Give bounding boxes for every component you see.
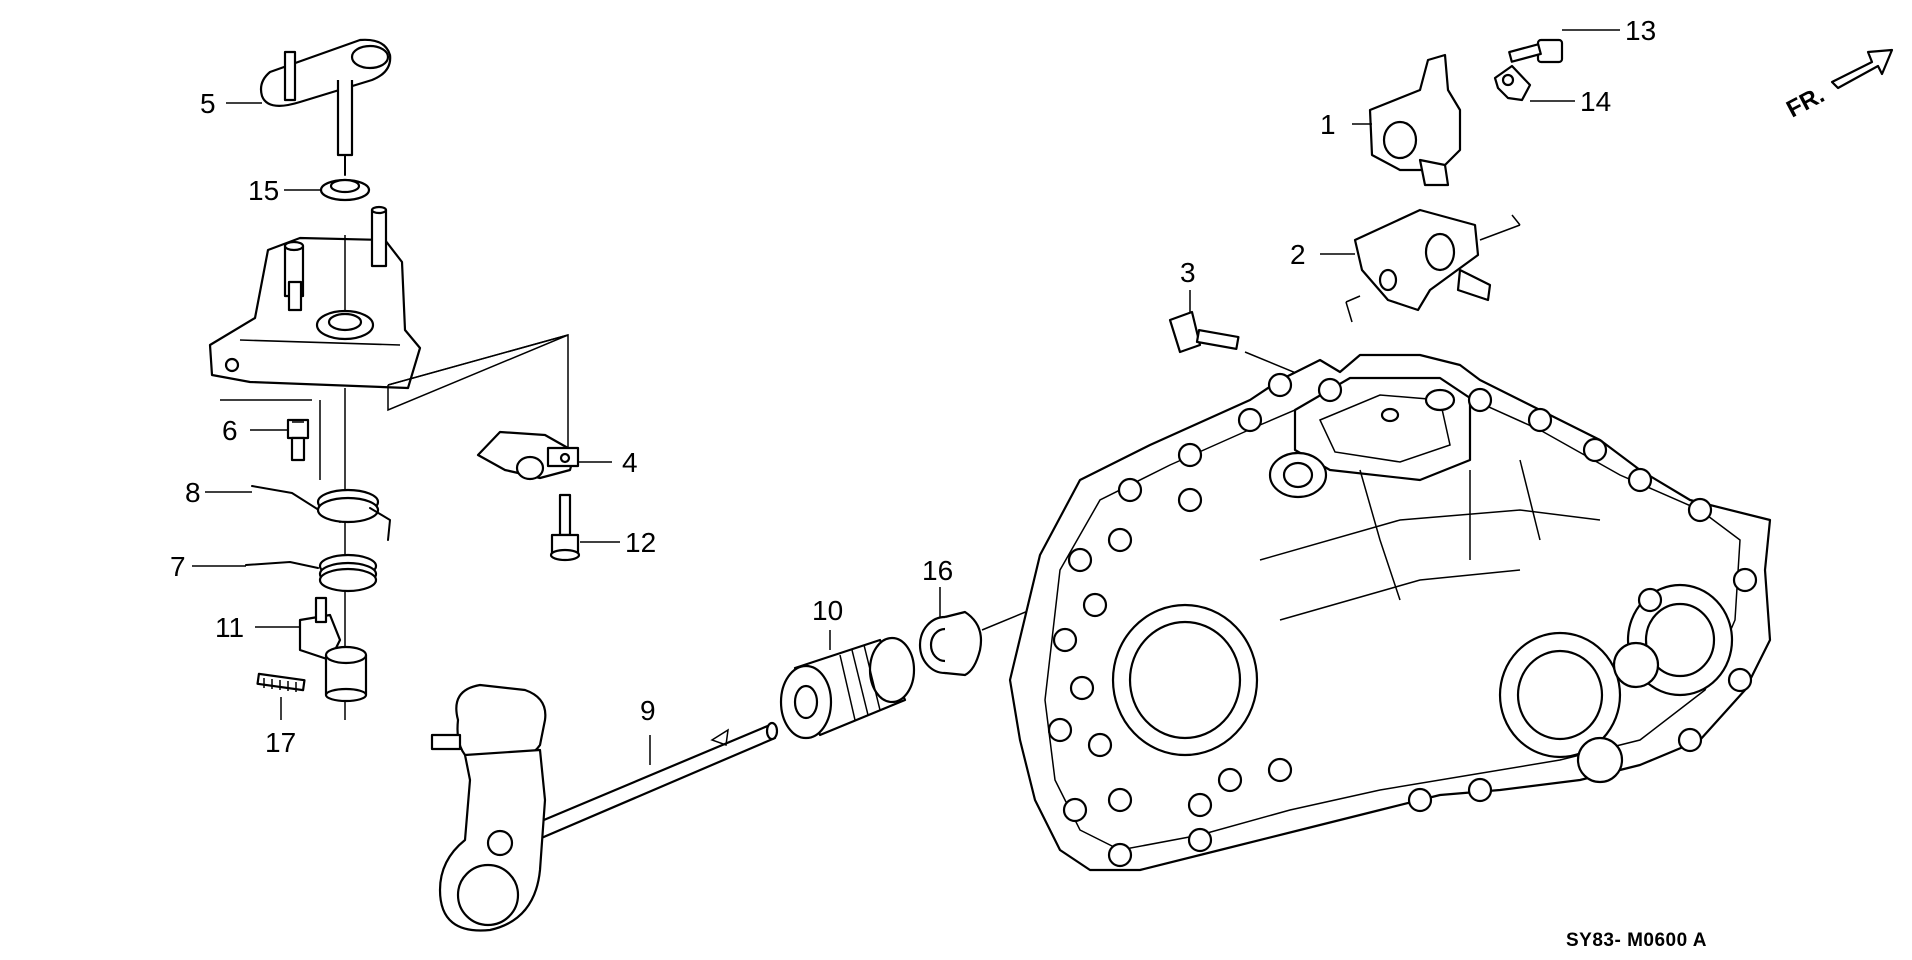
transmission-case <box>1008 353 1772 872</box>
part-17-pin <box>256 672 306 720</box>
callout-10: 10 <box>812 595 843 626</box>
callout-3: 3 <box>1180 257 1196 288</box>
part-5-shift-arm <box>259 38 392 176</box>
callout-12: 12 <box>625 527 656 558</box>
callout-16: 16 <box>922 555 953 586</box>
callout-7: 7 <box>170 551 186 582</box>
callout-17: 17 <box>265 727 296 758</box>
part-7-spring <box>245 553 378 593</box>
leader-lines-left <box>220 235 569 720</box>
callout-2: 2 <box>1290 239 1306 270</box>
callout-15: 15 <box>248 175 279 206</box>
callout-9: 9 <box>640 695 656 726</box>
callout-leaders <box>192 29 1620 765</box>
front-direction-arrow <box>1830 48 1894 90</box>
part-9-shift-shaft <box>430 683 779 932</box>
part-13-bolt <box>1508 38 1564 64</box>
part-2-guide-bracket <box>1345 208 1521 323</box>
part-12-bolt <box>549 493 581 562</box>
callout-11: 11 <box>215 612 244 643</box>
part-10-selector-sleeve <box>779 636 916 740</box>
part-11-collar <box>298 596 368 703</box>
part-15-seal <box>319 178 371 202</box>
callout-1: 1 <box>1320 109 1336 140</box>
callout-4: 4 <box>622 447 638 478</box>
part-16-seal <box>918 610 983 677</box>
part-6-bolt <box>286 418 310 462</box>
part-3-bolt <box>1168 310 1240 354</box>
callout-8: 8 <box>185 477 201 508</box>
diagram-code: SY83- M0600 A <box>1566 930 1707 951</box>
callout-14: 14 <box>1580 86 1611 117</box>
callout-13: 13 <box>1625 15 1656 46</box>
part-8-spring <box>251 485 391 541</box>
part-1-interlock <box>1368 53 1462 187</box>
shift-lever-housing <box>208 205 422 390</box>
part-4-bracket <box>476 430 580 481</box>
front-direction-label: FR. <box>1782 81 1829 123</box>
part-14-clip <box>1493 64 1532 102</box>
callout-5: 5 <box>200 88 216 119</box>
callout-6: 6 <box>222 415 238 446</box>
